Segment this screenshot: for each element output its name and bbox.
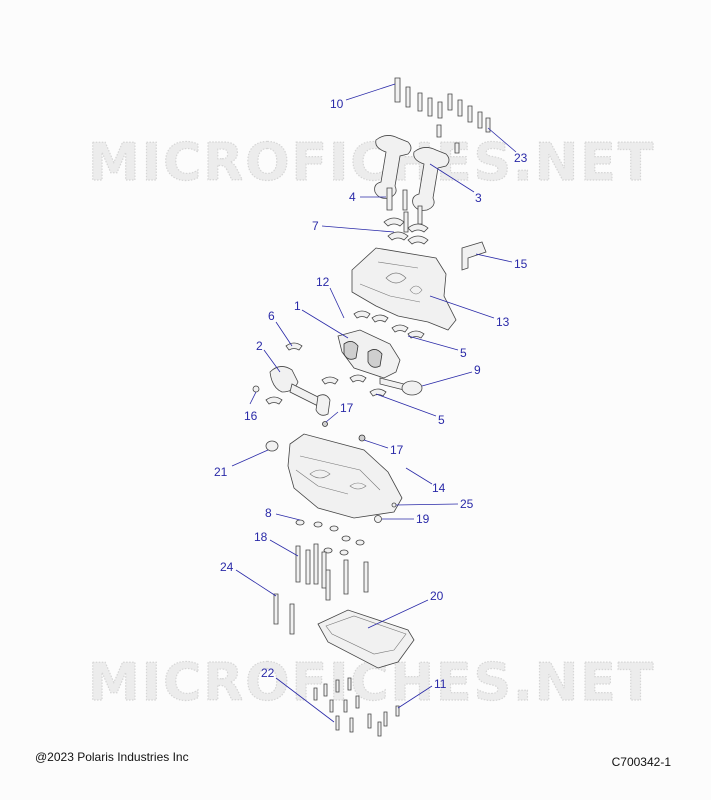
lower-crankcase <box>287 433 403 519</box>
oil-pan <box>317 609 415 669</box>
main-bearings-lower <box>349 374 387 397</box>
callout-1: 1 <box>294 299 301 313</box>
washers <box>295 519 365 556</box>
main-bearings-upper <box>353 310 425 339</box>
callout-15: 15 <box>514 257 528 271</box>
plug-ball <box>322 421 328 427</box>
callout-9: 9 <box>474 363 481 377</box>
callout-17-upper: 17 <box>340 401 354 415</box>
callout-14: 14 <box>432 481 446 495</box>
crankshaft <box>337 329 405 391</box>
callout-6: 6 <box>268 309 275 323</box>
callout-2: 2 <box>256 339 263 353</box>
callout-7: 7 <box>312 219 319 233</box>
oil-pan-bolts <box>313 677 400 737</box>
callout-20: 20 <box>430 589 444 603</box>
upper-crankcase <box>351 247 457 331</box>
parts-drawing <box>252 77 491 737</box>
drawing-id: C700342-1 <box>611 755 671 769</box>
callout-3: 3 <box>475 191 482 205</box>
callouts: 10 23 3 4 7 15 12 1 13 6 2 5 9 16 17 5 2 <box>214 83 528 723</box>
callout-12: 12 <box>316 275 330 289</box>
callout-4: 4 <box>349 190 356 204</box>
crankcase-bolts <box>295 543 369 601</box>
copyright-text: @2023 Polaris Industries Inc <box>35 750 189 764</box>
dowel-pin <box>252 385 260 393</box>
callout-21: 21 <box>214 465 228 479</box>
crank-seal <box>401 380 423 396</box>
callout-13: 13 <box>496 315 510 329</box>
callout-18: 18 <box>254 530 268 544</box>
callout-5-lower: 5 <box>438 413 445 427</box>
cylinder-bolts <box>394 77 491 154</box>
fitting-19 <box>374 515 382 523</box>
crankcase-bolts-long <box>273 593 295 635</box>
bracket <box>461 241 487 271</box>
plug <box>265 440 279 452</box>
rod-bearings <box>383 217 429 245</box>
fitting-25 <box>391 502 397 508</box>
callout-19: 19 <box>416 512 430 526</box>
callout-25: 25 <box>460 497 474 511</box>
callout-5-upper: 5 <box>460 346 467 360</box>
callout-22: 22 <box>261 666 275 680</box>
balance-shaft <box>265 342 339 416</box>
callout-17-lower: 17 <box>390 443 404 457</box>
watermark-top: MICROFICHES.NET <box>88 133 655 193</box>
rod-bolts <box>386 187 423 233</box>
callout-16: 16 <box>244 409 258 423</box>
callout-10: 10 <box>330 97 344 111</box>
plug-ball-2 <box>358 434 366 442</box>
callout-8: 8 <box>265 506 272 520</box>
callout-11: 11 <box>434 677 447 691</box>
callout-23: 23 <box>514 151 528 165</box>
callout-24: 24 <box>220 560 234 574</box>
